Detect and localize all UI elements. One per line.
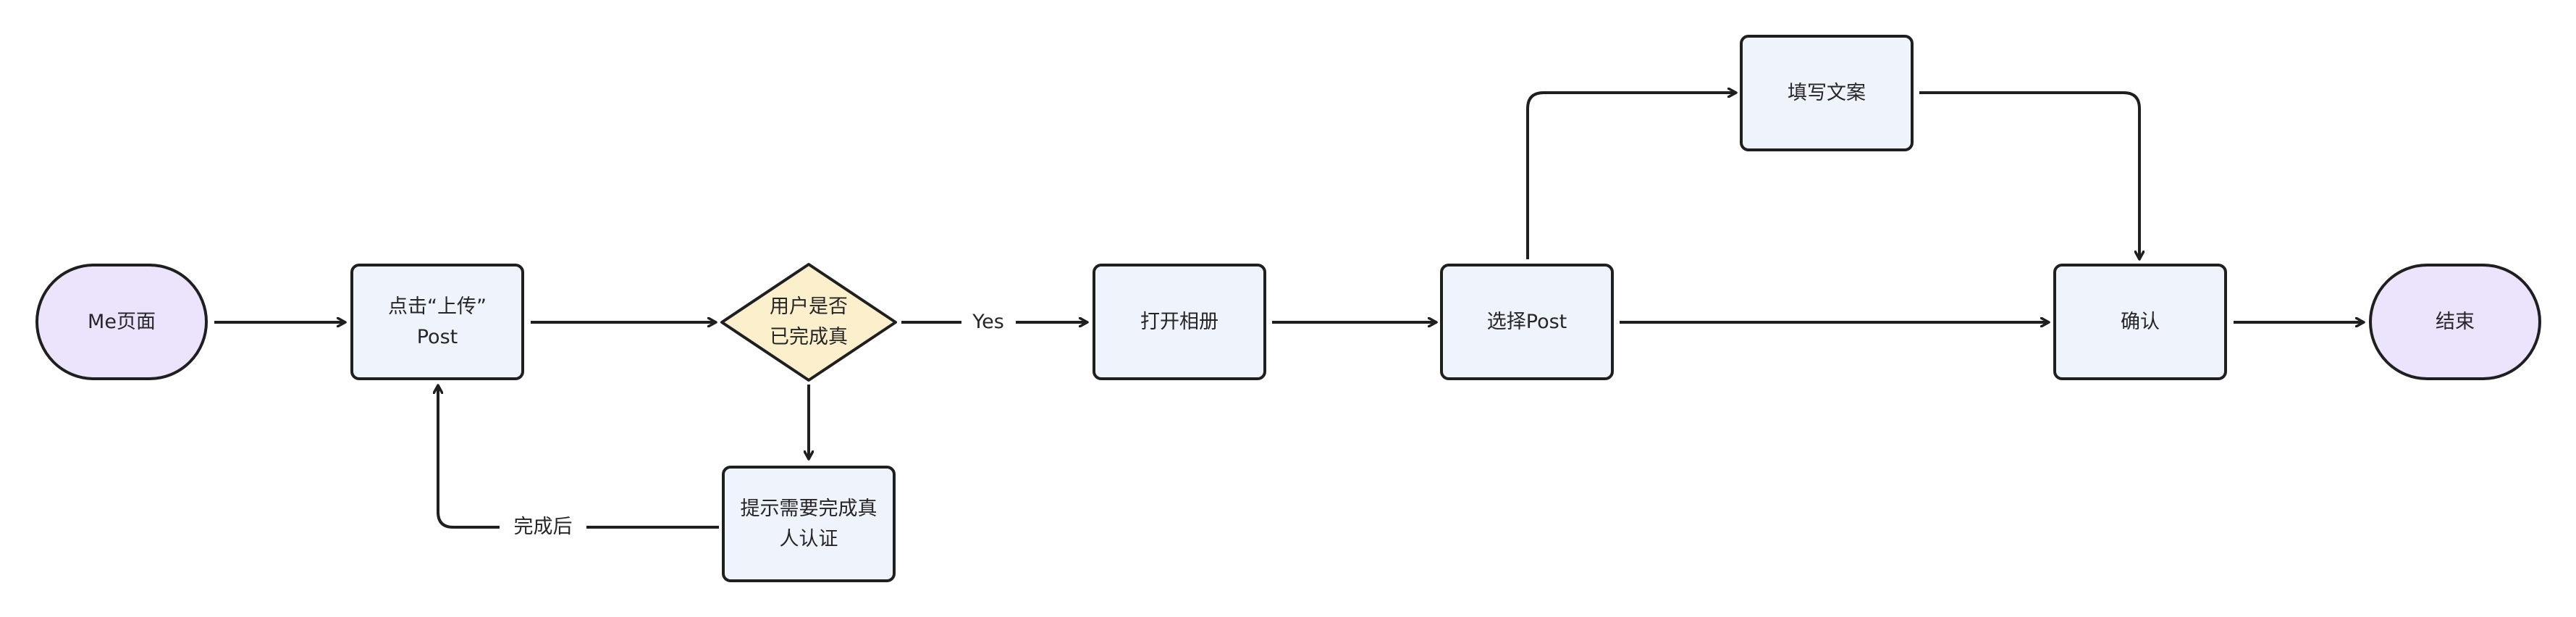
write-caption-node[interactable]: 填写文案 [1740,35,1914,151]
edge-prompt-to-upload-b [438,385,500,529]
open-album-node[interactable]: 打开相册 [1093,264,1266,380]
write-caption-node-label: 填写文案 [1788,81,1866,104]
end-node[interactable]: 结束 [2369,264,2541,380]
confirm-node-label: 确认 [2121,310,2160,333]
edge-label-after-done: 完成后 [506,514,580,540]
start-node-label: Me页面 [88,310,156,333]
confirm-node[interactable]: 确认 [2053,264,2227,380]
prompt-verify-node-label: 提示需要完成真 人认证 [740,497,877,550]
verified-check-node[interactable]: 用户是否 已完成真 [744,286,874,358]
edge-post-to-caption [1526,93,1736,259]
prompt-verify-node[interactable]: 提示需要完成真 人认证 [722,466,896,582]
edge-label-yes: Yes [965,309,1011,335]
open-album-node-label: 打开相册 [1140,310,1218,333]
start-node[interactable]: Me页面 [35,264,208,380]
select-post-node[interactable]: 选择Post [1440,264,1614,380]
verified-check-node-label: 用户是否 已完成真 [770,295,848,348]
tap-upload-node-label: 点击“上传” Post [388,295,487,348]
end-node-label: 结束 [2436,310,2475,333]
edge-caption-to-confirm [1919,91,2139,259]
select-post-node-label: 选择Post [1486,310,1567,333]
decision-diamond [720,263,897,382]
tap-upload-node[interactable]: 点击“上传” Post [350,264,524,380]
